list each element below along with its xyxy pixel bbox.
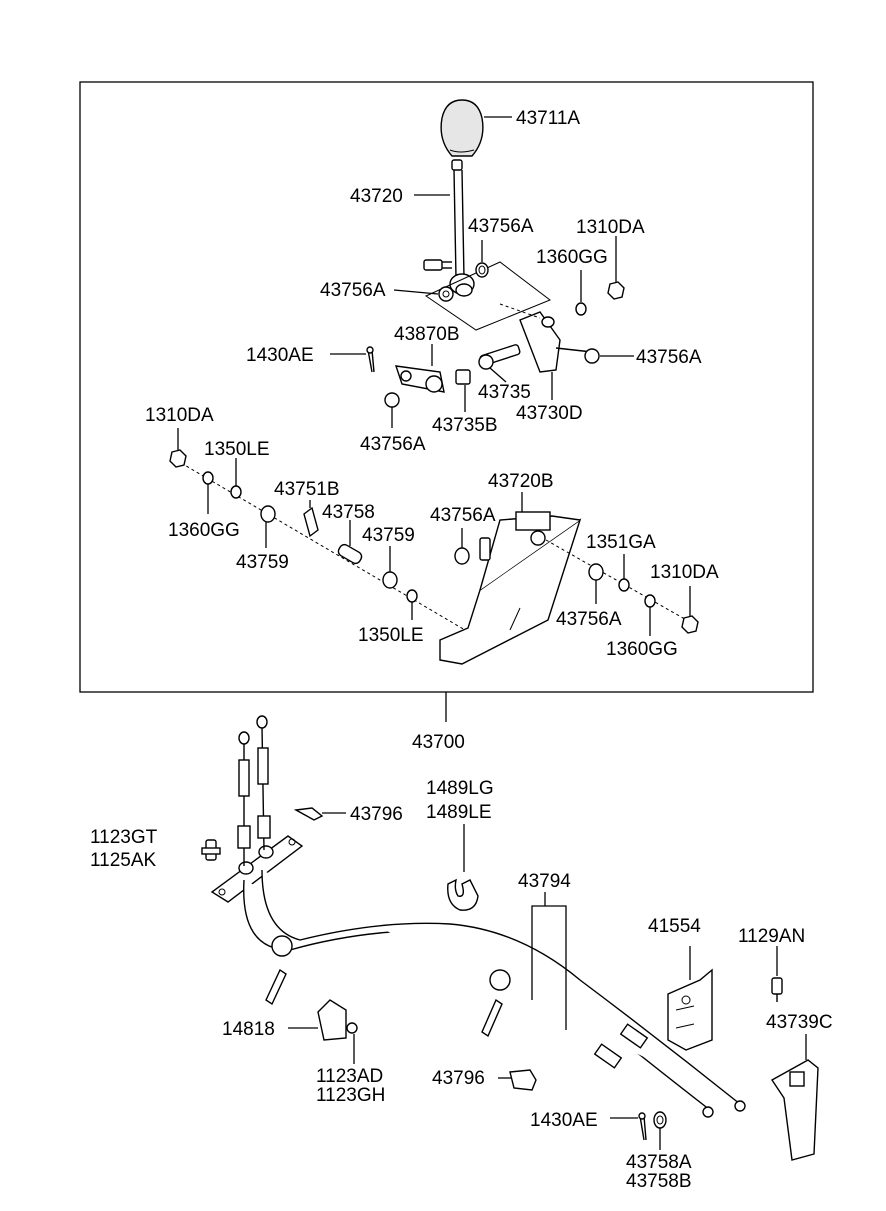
cable-clip-lower — [509, 1069, 537, 1091]
label-43735: 43735 — [478, 382, 531, 403]
label-1360GG-2: 1360GG — [168, 520, 240, 541]
mounting-bracket — [667, 968, 713, 1051]
label-41554: 41554 — [648, 916, 701, 937]
label-43759-1: 43759 — [362, 525, 415, 546]
washer-upper-right — [575, 302, 587, 316]
label-43870B: 43870B — [394, 324, 460, 345]
cable-bolt — [201, 839, 221, 861]
label-1360GG-3: 1360GG — [606, 639, 678, 660]
label-1351GA: 1351GA — [586, 532, 656, 553]
nut-base-right — [681, 615, 699, 634]
label-1350LE-1: 1350LE — [204, 439, 270, 460]
cable-routing — [243, 869, 746, 1118]
assembly-frame — [79, 81, 814, 693]
label-1360GG-1: 1360GG — [536, 247, 608, 268]
label-43756A-5: 43756A — [430, 505, 496, 526]
label-1123AD: 1123AD — [316, 1066, 383, 1087]
nut-left — [169, 449, 187, 468]
label-43735B: 43735B — [432, 415, 498, 436]
label-43796-1: 43796 — [350, 804, 403, 825]
bushing-base-right — [588, 563, 604, 581]
label-1430AE-1: 1430AE — [246, 345, 314, 366]
label-43739C: 43739C — [766, 1012, 833, 1033]
split-pin-upper — [366, 346, 375, 373]
bracket-bolt — [771, 977, 783, 1002]
washer-lower — [406, 589, 418, 603]
washer-left-1 — [202, 471, 214, 485]
label-1125AK: 1125AK — [90, 850, 157, 871]
shift-shaft-axis — [175, 459, 466, 631]
side-bracket — [770, 1059, 819, 1161]
cable-clamp — [447, 878, 479, 911]
label-43756A-3: 43756A — [636, 347, 702, 368]
shift-base-bracket — [439, 511, 582, 665]
control-lever-link — [394, 365, 445, 393]
label-43796-2: 43796 — [432, 1068, 485, 1089]
cable-bracket-plate — [210, 835, 304, 903]
bushing-base — [454, 547, 470, 565]
label-43759-2: 43759 — [236, 552, 289, 573]
cable-ends — [237, 715, 271, 866]
label-43758A: 43758A — [626, 1152, 692, 1173]
bushing-upper — [475, 262, 489, 278]
label-43711A: 43711A — [516, 108, 580, 129]
bushing-left — [438, 286, 454, 302]
shift-lever — [449, 159, 475, 297]
bushing-lower — [384, 392, 400, 408]
cable-holder — [317, 999, 358, 1041]
label-43758: 43758 — [322, 502, 375, 523]
label-1430AE-2: 1430AE — [530, 1110, 598, 1131]
select-lever-bracket — [499, 303, 593, 373]
label-43756A-1: 43756A — [468, 216, 534, 237]
label-43756A-6: 43756A — [556, 609, 622, 630]
base-stud — [479, 537, 491, 561]
label-1310DA-1: 1310DA — [576, 217, 645, 238]
label-43756A-2: 43756A — [320, 280, 386, 301]
shift-pin — [478, 344, 521, 370]
label-43720: 43720 — [350, 186, 403, 207]
label-43720B: 43720B — [488, 471, 554, 492]
label-1310DA-2: 1310DA — [145, 405, 214, 426]
label-1310DA-3: 1310DA — [650, 562, 719, 583]
bushing-shaft-2 — [382, 571, 398, 589]
label-43730D: 43730D — [516, 403, 583, 424]
shift-block — [455, 369, 471, 385]
label-1123GT: 1123GT — [90, 827, 158, 848]
shift-knob — [440, 99, 484, 157]
label-43751B: 43751B — [274, 479, 340, 500]
label-1350LE-2: 1350LE — [358, 625, 424, 646]
nut-upper-right — [607, 281, 625, 300]
label-1123GH: 1123GH — [316, 1085, 385, 1106]
washer-cable-end — [653, 1111, 667, 1129]
label-43756A-4: 43756A — [360, 434, 426, 455]
split-pin-lower — [638, 1112, 647, 1141]
pivot-bolt — [423, 259, 452, 271]
washer-base-right-2 — [644, 594, 656, 608]
label-43794: 43794 — [518, 871, 571, 892]
label-1489LE: 1489LE — [426, 802, 492, 823]
label-43758B: 43758B — [626, 1171, 692, 1192]
lever-housing-plate — [424, 261, 552, 331]
washer-base-right-1 — [618, 578, 630, 592]
label-1489LG: 1489LG — [426, 778, 494, 799]
bushing-right — [584, 348, 600, 364]
label-43700: 43700 — [412, 732, 465, 753]
link-clip — [303, 506, 319, 538]
bushing-shaft-1 — [260, 505, 276, 523]
washer-left-2 — [230, 485, 242, 499]
shaft-sleeve — [337, 543, 363, 565]
cable-clip-upper — [293, 807, 324, 821]
label-1129AN: 1129AN — [738, 926, 805, 947]
label-14818: 14818 — [222, 1019, 275, 1040]
